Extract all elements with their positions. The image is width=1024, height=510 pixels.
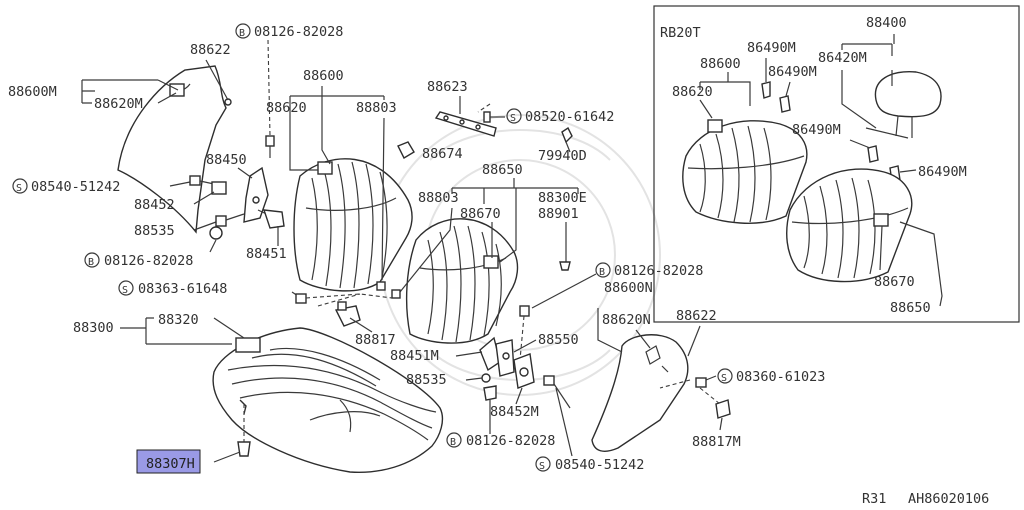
label-88817M: 88817M (692, 434, 741, 450)
screw-prefix-bottom: S (539, 461, 545, 472)
label-88450: 88450 (206, 152, 247, 168)
screw-symbol-bottom (535, 456, 551, 472)
label-88622-right: 88622 (676, 308, 717, 324)
bolt-symbol-b-left (84, 252, 100, 268)
screw-prefix-08520: S (510, 113, 516, 124)
label-88622: 88622 (190, 42, 231, 58)
footer-left: R31 (862, 491, 886, 507)
label-88674: 88674 (422, 146, 463, 162)
screw-symbol-left (12, 178, 28, 194)
label-88803-top: 88803 (356, 100, 397, 116)
label-88670-panel: 88670 (874, 274, 915, 290)
bracket-88452M (513, 353, 535, 389)
label-s08540-51242: 08540-51242 (31, 179, 120, 195)
label-88300: 88300 (73, 320, 114, 336)
label-s08363: 08363-61648 (138, 281, 227, 297)
bolt-symbol-b-top (235, 23, 251, 39)
label-b08126-left: 08126-82028 (104, 253, 193, 269)
label-86490M-d: 86490M (918, 164, 967, 180)
label-s08520: 08520-61642 (525, 109, 614, 125)
panel-title: RB20T (660, 25, 701, 41)
label-b08126-top: 08126-82028 (254, 24, 343, 40)
strap-88623 (434, 111, 497, 137)
label-88535-b: 88535 (406, 372, 447, 388)
label-b08126-bottom: 08126-82028 (466, 433, 555, 449)
label-88600M: 88600M (8, 84, 57, 100)
label-88300E: 88300E (538, 190, 587, 206)
label-88600-panel: 88600 (700, 56, 741, 72)
screw-symbol-08363 (118, 280, 134, 296)
screw-symbol-08360 (717, 368, 733, 384)
highlighted-part-88307H[interactable] (136, 449, 201, 474)
label-88901: 88901 (538, 206, 579, 222)
screw-symbol-08520 (506, 108, 522, 124)
screw-prefix-08360: S (721, 373, 727, 384)
footer-right: AH86020106 (908, 491, 989, 507)
label-86490M-a: 86490M (747, 40, 796, 56)
label-88452: 88452 (134, 197, 175, 213)
bracket-88450 (243, 166, 285, 229)
label-88620N: 88620N (602, 312, 651, 328)
label-88600: 88600 (303, 68, 344, 84)
label-s08360: 08360-61023 (736, 369, 825, 385)
label-88817: 88817 (355, 332, 396, 348)
armrest-left (117, 65, 232, 234)
bolt-prefix-right: B (599, 267, 605, 278)
label-88670: 88670 (460, 206, 501, 222)
panel-seatback-lower (786, 168, 913, 283)
bracket-88817M (715, 399, 731, 419)
bolt-prefix-left: B (88, 257, 94, 268)
seat-cushion (212, 327, 444, 473)
label-88650-panel: 88650 (890, 300, 931, 316)
label-88307H[interactable]: 88307H (146, 456, 195, 472)
label-b08126-right: 08126-82028 (614, 263, 703, 279)
label-88600N: 88600N (604, 280, 653, 296)
label-88620M: 88620M (94, 96, 143, 112)
headrest (874, 71, 942, 138)
bolt-prefix-top: B (239, 28, 245, 39)
bolt-prefix-bottom: B (450, 437, 456, 448)
label-86490M-b: 86490M (768, 64, 817, 80)
screw-prefix-08363: S (122, 285, 128, 296)
label-88320: 88320 (158, 312, 199, 328)
label-86420M: 86420M (818, 50, 867, 66)
label-88535: 88535 (134, 223, 175, 239)
seatback-center (405, 218, 519, 344)
panel-seatback-upper (682, 119, 808, 224)
bolt-symbol-b-right (595, 262, 611, 278)
label-86490M-c: 86490M (792, 122, 841, 138)
bracket-88451M (479, 336, 515, 377)
label-88452M: 88452M (490, 404, 539, 420)
label-88623: 88623 (427, 79, 468, 95)
seatback-left (293, 158, 413, 292)
label-88650: 88650 (482, 162, 523, 178)
label-88803-mid: 88803 (418, 190, 459, 206)
label-88620-panel: 88620 (672, 84, 713, 100)
label-s08540-bottom: 08540-51242 (555, 457, 644, 473)
rb20t-panel (653, 5, 1020, 323)
bolt-symbol-b-bottom (446, 432, 462, 448)
label-79940D: 79940D (538, 148, 587, 164)
armrest-right (591, 334, 689, 452)
label-88400: 88400 (866, 15, 907, 31)
label-88620: 88620 (266, 100, 307, 116)
screw-prefix-left: S (16, 183, 22, 194)
label-88451: 88451 (246, 246, 287, 262)
label-88550: 88550 (538, 332, 579, 348)
label-88451M: 88451M (390, 348, 439, 364)
